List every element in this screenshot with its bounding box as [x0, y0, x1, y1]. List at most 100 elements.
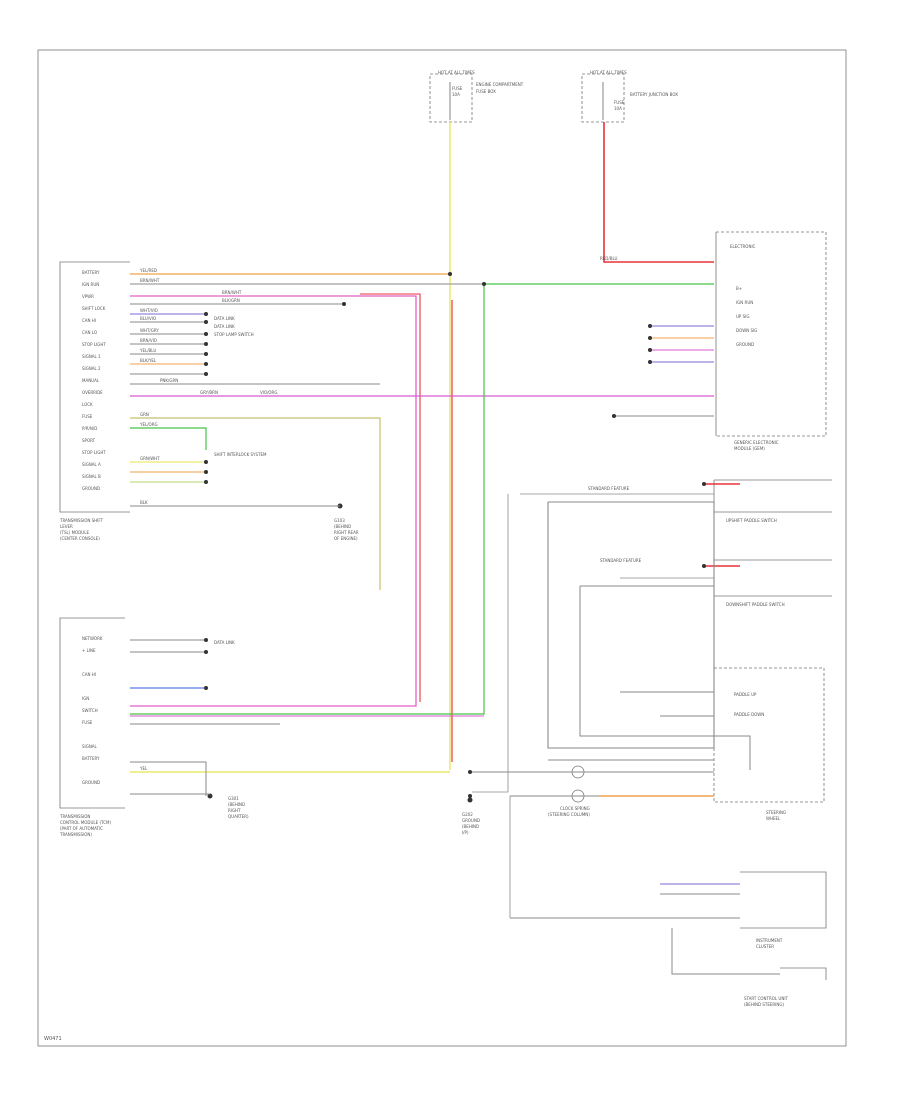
wire-label-7: BRN/VIO — [140, 338, 157, 343]
wire-down-loop — [579, 586, 751, 770]
gem-pin-label-4: GROUND — [736, 342, 754, 347]
shifter-pin-17: SIGNAL B — [82, 474, 101, 479]
svg-text:G202: G202 — [462, 812, 473, 817]
junction-0 — [204, 312, 208, 316]
fuse-left-text-4: FUSE BOX — [476, 89, 496, 94]
note-standard-1: STANDARD FEATURE — [588, 486, 630, 491]
start-stop-title-0: START CONTROL UNIT — [744, 996, 789, 1001]
junction-5 — [204, 362, 208, 366]
wire-label-1: BRN/WHT — [140, 278, 160, 283]
shifter-pin-4: CAN HI — [82, 318, 96, 323]
junction-2 — [204, 332, 208, 336]
wire-fuse-right-red — [603, 122, 714, 263]
junction-16 — [648, 324, 652, 328]
tcm-pin-5: IGN — [82, 696, 89, 701]
downshift-switch: DOWNSHIFT PADDLE SWITCH — [713, 559, 832, 607]
wire-label-8: YEL/BLU — [139, 348, 156, 353]
svg-text:OF ENGINE): OF ENGINE) — [334, 536, 358, 541]
junction-20 — [612, 414, 616, 418]
fuse-left-text-0: HOT AT ALL TIMES — [438, 70, 475, 75]
clockspring: CLOCK SPRING (STEERING COLUMN) — [548, 765, 590, 817]
junction-11 — [204, 650, 208, 654]
wire-label-12: GRN — [140, 412, 149, 417]
gem-title-1: MODULE (GEM) — [734, 446, 765, 451]
svg-text:(BEHIND: (BEHIND — [228, 802, 245, 807]
cluster-title-1: CLUSTER — [756, 944, 774, 949]
page-ref: W0471 — [44, 1036, 62, 1042]
gem-pin-label-1: IGN RUN — [736, 300, 753, 305]
junction-24 — [468, 794, 472, 798]
shifter-pin-8: SIGNAL 2 — [82, 366, 101, 371]
wire-prnd — [130, 427, 207, 450]
shifter-pin-7: SIGNAL 1 — [82, 354, 101, 359]
shifter-pin-12: FUSE — [82, 414, 93, 419]
note-shift-interlock: SHIFT INTERLOCK SYSTEM — [214, 452, 267, 457]
page-frame — [37, 49, 847, 1047]
shifter-title-1: LEVER — [60, 524, 73, 529]
junction-13 — [342, 302, 346, 306]
junction-22 — [702, 564, 706, 568]
shifter-pin-14: SPORT — [82, 438, 96, 443]
shifter-pin-13: P/R/N/D — [82, 426, 97, 431]
wire-label-2: BRN/WHT — [222, 290, 242, 295]
tcm-pin-10: BATTERY — [82, 756, 100, 761]
wire-label-3: BLK/GRN — [222, 298, 240, 303]
clockspring-title-1: (STEERING COLUMN) — [548, 812, 590, 817]
steering-title-0: STEERING — [766, 810, 786, 815]
wire-green-vertical — [130, 284, 485, 715]
ground-right: G202 GROUND (BEHIND I/P) — [462, 797, 480, 835]
shifter-pin-10: OVERRIDE — [82, 390, 103, 395]
svg-text:QUARTER): QUARTER) — [228, 814, 249, 819]
gem-pin-label-0: B+ — [736, 286, 742, 291]
wire-tcm-signal — [130, 761, 207, 796]
downshift-label: DOWNSHIFT PADDLE SWITCH — [726, 602, 785, 607]
fuse-left-text-2: 10A — [452, 92, 460, 97]
tcm-title-1: CONTROL MODULE (TCM) — [60, 820, 111, 825]
fuse-left-text-1: FUSE — [452, 86, 463, 91]
wire-label-13: YEL/ORG — [139, 422, 158, 427]
shifter-pin-11: LOCK — [82, 402, 93, 407]
note-data-link-1: DATA LINK — [214, 316, 235, 321]
wire-start-1 — [671, 928, 780, 975]
instrument-cluster: INSTRUMENT CLUSTER — [740, 871, 827, 949]
fuse-left: HOT AT ALL TIMES FUSE 10A ENGINE COMPART… — [429, 70, 524, 123]
upshift-label: UPSHIFT PADDLE SWITCH — [726, 518, 777, 523]
junction-19 — [648, 360, 652, 364]
svg-text:(BEHIND: (BEHIND — [462, 824, 479, 829]
shifter-pin-3: SHIFT LOCK — [82, 306, 106, 311]
tcm-pin-7: FUSE — [82, 720, 93, 725]
wire-label-6: WHT/GRY — [140, 328, 159, 333]
fuse-right-text-1: FUSE — [614, 100, 625, 105]
junction-23 — [468, 770, 472, 774]
wire-label-4: WHT/VIO — [140, 308, 158, 313]
wire-vpwr-red — [360, 293, 421, 702]
wire-label-14: GRN/WHT — [140, 456, 160, 461]
tcm-title-0: TRANSMISSION — [59, 814, 90, 819]
wire-label-0: YEL/RED — [139, 268, 157, 273]
svg-text:I/P): I/P) — [462, 830, 469, 835]
wire-label-16: VIO/ORG — [260, 390, 277, 395]
tcm-pin-6: SWITCH — [82, 708, 98, 713]
wire-label-17: RED/BLU — [600, 256, 618, 261]
shifter-title-3: (CENTER CONSOLE) — [60, 536, 100, 541]
shifter-title-2: (TSL) MODULE — [60, 530, 89, 535]
svg-text:G301: G301 — [228, 796, 239, 801]
ground-left: G103 (BEHIND RIGHT REAR OF ENGINE) — [334, 503, 359, 541]
junction-14 — [448, 272, 452, 276]
gem-pin-label-3: DOWN SIG — [736, 328, 757, 333]
junction-1 — [204, 320, 208, 324]
junction-15 — [482, 282, 486, 286]
wire-label-9: BLK/YEL — [140, 358, 157, 363]
junction-18 — [648, 348, 652, 352]
wire-label-11: GRY/BRN — [200, 390, 218, 395]
junction-9 — [204, 480, 208, 484]
svg-text:G103: G103 — [334, 518, 345, 523]
svg-text:(BEHIND: (BEHIND — [334, 524, 351, 529]
start-stop-title-1: (BEHIND STEERING) — [744, 1002, 784, 1007]
svg-text:RIGHT REAR: RIGHT REAR — [334, 530, 359, 535]
junction-21 — [702, 482, 706, 486]
tcm-title-2: (PART OF AUTOMATIC — [60, 826, 103, 831]
